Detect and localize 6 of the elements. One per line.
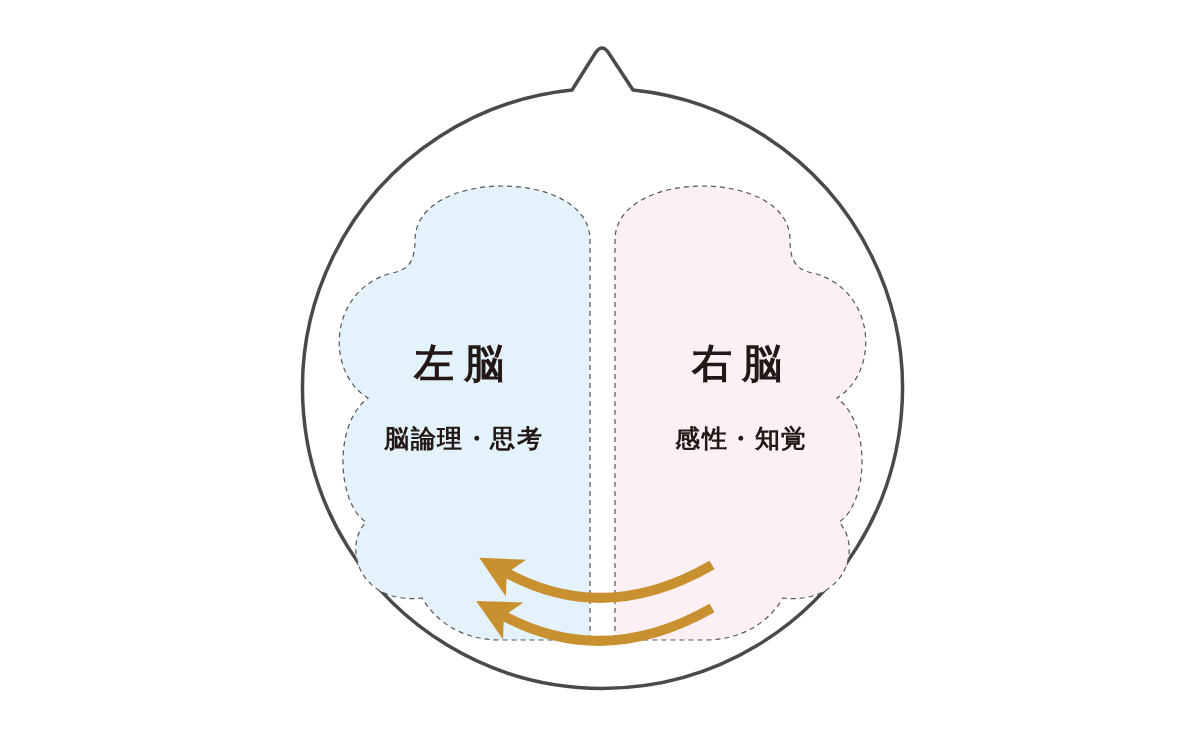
lobe-title: 右脳 <box>691 339 792 388</box>
arrow <box>475 601 715 646</box>
arrow <box>478 558 715 603</box>
lobe-subtitle: 感性・知覚 <box>675 423 808 455</box>
lobe-subtitle: 脳論理・思考 <box>384 423 543 455</box>
lobe-title: 左脳 <box>413 339 514 388</box>
